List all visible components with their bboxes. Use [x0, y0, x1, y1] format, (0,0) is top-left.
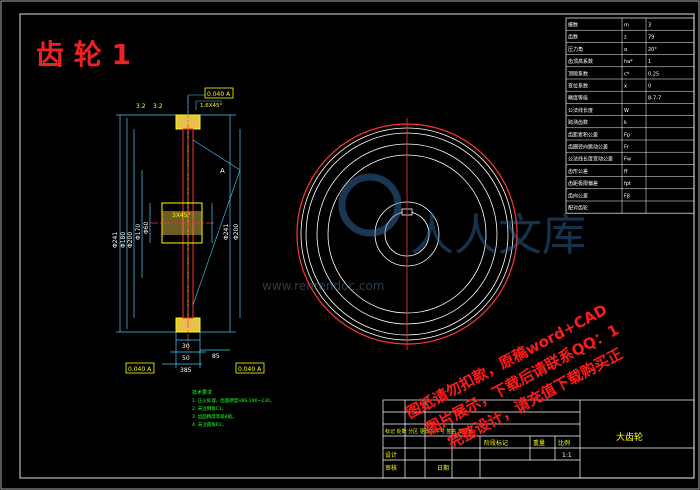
title-block-review: 审核: [385, 464, 397, 472]
param-cell-6-0: 精度等级: [568, 95, 588, 102]
param-cell-4-0: 顶隙系数: [568, 70, 588, 77]
dim-bore: Φ170: [135, 224, 142, 240]
param-cell-13-0: 齿距极限偏差: [568, 180, 598, 187]
title-block-date: 日期: [437, 464, 449, 472]
note-2: 2. 未注倒角C1。: [192, 405, 226, 412]
param-cell-8-1: k: [624, 120, 627, 126]
dim-od: Φ241: [112, 232, 119, 248]
param-cell-8-0: 跨测齿数: [568, 119, 588, 126]
param-cell-3-1: ha*: [624, 59, 633, 65]
stage-label: 阶段标记: [484, 439, 508, 447]
tolerance-bottom-right: 0.040 A: [238, 366, 262, 373]
param-cell-5-0: 变位系数: [568, 83, 588, 90]
title-block-design: 设计: [385, 451, 397, 459]
param-cell-2-2: 20°: [648, 47, 657, 53]
param-cell-14-1: Fβ: [624, 193, 630, 199]
dim-hub: Φ60: [143, 221, 150, 234]
param-cell-10-1: Fr: [624, 145, 630, 151]
dim-d1: Φ180: [120, 232, 127, 248]
roughness-1: 3.2: [136, 103, 146, 110]
param-cell-3-2: 1: [648, 59, 651, 65]
dim-right-2: Φ241: [223, 224, 230, 240]
ratio-label: 比例: [558, 439, 570, 447]
gear-front-view: [296, 118, 518, 350]
dim-width-3: 85: [212, 353, 220, 360]
param-cell-4-2: 0.25: [648, 71, 659, 77]
drawing-frame: [19, 13, 695, 479]
param-cell-7-0: 公法线长度: [568, 107, 593, 114]
title-block-row-1: 标记 处数 分区 更改文件号 签名 年月日: [385, 428, 473, 435]
param-cell-3-0: 齿顶高系数: [568, 58, 593, 65]
note-4: 4. 未注圆角R2。: [192, 421, 226, 428]
roughness-2: 3.2: [153, 103, 163, 110]
param-cell-5-2: 0: [648, 84, 651, 90]
param-cell-9-1: Fp: [624, 132, 630, 138]
horizontal-dimension-lines: [162, 332, 230, 368]
title-block: [382, 399, 695, 479]
tolerance-top: 0.040 A: [207, 91, 231, 98]
dim-d2: Φ200: [127, 232, 134, 248]
param-cell-12-0: 齿形公差: [568, 168, 588, 175]
note-3: 3. 齿面精度等级8级。: [192, 413, 237, 420]
param-cell-1-1: z: [624, 35, 627, 41]
param-cell-2-0: 压力角: [568, 46, 583, 53]
param-cell-0-1: m: [624, 23, 629, 29]
chamfer-note: 1.6X45°: [200, 103, 223, 109]
param-cell-9-0: 齿距累积公差: [568, 131, 598, 138]
dim-right-1: Φ200: [233, 224, 240, 240]
param-cell-15-0: 配对齿轮: [568, 205, 588, 212]
param-cell-12-1: ff: [624, 169, 628, 175]
param-cell-0-2: 3: [648, 23, 651, 29]
gear-section-view: 0.040 A 1.6X45° 3.2 3.2 3X45° Φ241 Φ180 …: [112, 87, 265, 374]
watermark-site: 人人文库: [410, 210, 586, 261]
parameter-table: 模数 m 3 齿数 z 79 压力角 α 20° 齿顶高系数 ha* 1 顶隙系数 c* 0.25 变位系数 x…: [565, 17, 695, 214]
param-cell-1-0: 齿数: [568, 34, 578, 41]
technical-notes: 技术要求 1. 正火处理，齿面硬度HBS 190~230。 2. 未注倒角C1。…: [192, 389, 274, 428]
param-cell-14-0: 齿向公差: [568, 192, 588, 199]
param-cell-10-0: 齿圈径向跳动公差: [568, 144, 608, 151]
keyway-note: 3X45°: [172, 212, 191, 219]
param-cell-2-1: α: [624, 47, 628, 53]
drawing-title: 齿 轮 1: [36, 38, 131, 71]
tolerance-bottom-left: 0.040 A: [128, 366, 152, 373]
datum-label: A: [220, 167, 225, 175]
param-cell-6-2: 8-7-7: [648, 96, 661, 102]
red-watermark: 图纸请勿扣款，原稿word+CAD 图片展示，下载后请联系QQ：1 完整设计，请…: [403, 301, 626, 452]
param-cell-11-0: 公法线长度变动公差: [568, 156, 613, 163]
dim-width-2: 50: [182, 355, 190, 362]
param-cell-11-1: Fw: [624, 157, 631, 163]
scale-value: 1:1: [562, 452, 572, 459]
weight-label: 重量: [533, 439, 545, 447]
dim-width-1: 30: [182, 343, 190, 350]
site-watermark: 人人文库 www.renrendoc.com: [262, 173, 586, 293]
dim-total: 385: [180, 367, 192, 374]
param-cell-1-2: 79: [648, 35, 654, 41]
watermark-url: www.renrendoc.com: [262, 279, 384, 293]
part-name: 大齿轮: [616, 431, 643, 443]
notes-heading: 技术要求: [192, 389, 212, 396]
note-1: 1. 正火处理，齿面硬度HBS 190~230。: [192, 397, 274, 404]
param-cell-0-0: 模数: [568, 22, 578, 29]
vertical-dimension-lines: [116, 114, 241, 333]
param-cell-7-1: W: [624, 108, 629, 114]
param-cell-4-1: c*: [624, 71, 630, 77]
param-cell-13-1: fpt: [624, 181, 631, 187]
param-cell-5-1: x: [624, 84, 627, 90]
